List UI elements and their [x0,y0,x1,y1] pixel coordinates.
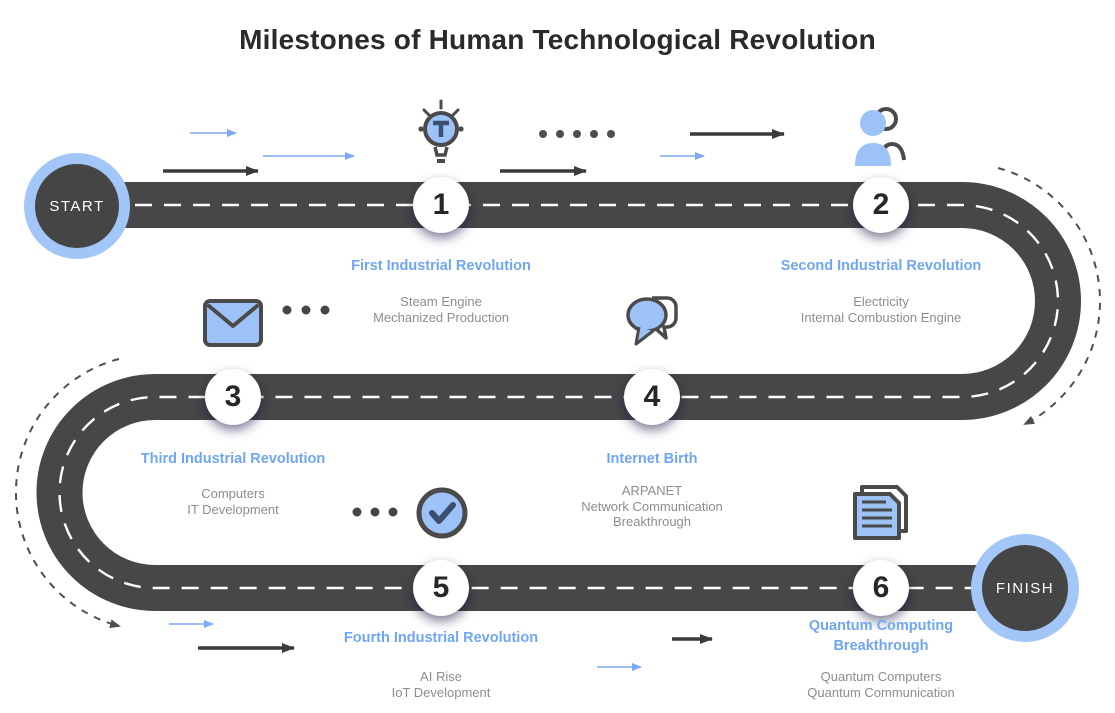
chat-bubbles-icon [626,296,678,346]
milestone-number-2: 2 [853,177,909,233]
flow-arrows-bottom [169,620,713,671]
milestone-title-5: Fourth Industrial Revolution [343,630,539,646]
milestone-number-1: 1 [413,177,469,233]
start-marker: START [24,153,130,259]
milestone-description-3: Computers IT Development [187,486,279,517]
direction-arc-right [997,167,1101,425]
milestone-description-6: Quantum Computers Quantum Communication [807,669,955,700]
milestone-title-6: Quantum Computing Breakthrough [808,618,954,654]
milestone-number-4: 4 [624,369,680,425]
milestone-title-3: Third Industrial Revolution [140,451,326,467]
milestone-number-6: 6 [853,560,909,616]
milestone-title-4: Internet Birth [606,451,698,467]
documents-icon [853,485,908,540]
milestone-description-2: Electricity Internal Combustion Engine [800,294,962,325]
finish-label: FINISH [995,579,1055,597]
check-circle-icon [416,487,468,539]
milestone-title-2: Second Industrial Revolution [780,258,982,274]
start-label: START [49,197,105,215]
milestone-number-3: 3 [205,369,261,425]
milestone-description-5: AI Rise IoT Development [391,669,491,700]
lightbulb-icon [418,99,464,163]
flow-arrows-top [163,129,785,176]
dot-trail-middle [282,305,330,315]
dot-trail-top [539,130,615,138]
road-path [36,182,1081,611]
milestone-description-4: ARPANET Network Communication Breakthrou… [581,483,723,529]
milestone-title-1: First Industrial Revolution [351,258,531,274]
page-title: Milestones of Human Technological Revolu… [239,24,876,55]
milestone-description-1: Steam Engine Mechanized Production [373,294,509,325]
direction-arc-left [14,358,121,629]
dot-trail-bottom [352,507,398,517]
envelope-icon [203,299,263,347]
finish-marker: FINISH [971,534,1079,642]
milestone-number-5: 5 [413,560,469,616]
people-icon [855,107,906,166]
